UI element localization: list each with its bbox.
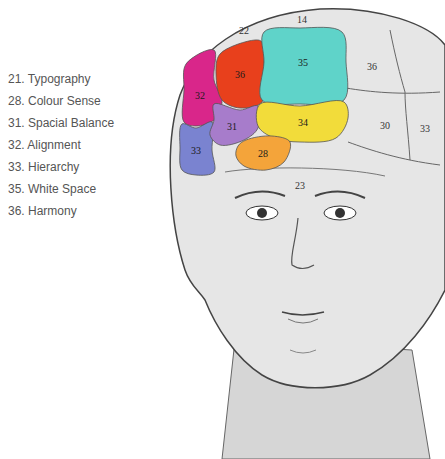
eyebrow — [235, 191, 285, 198]
iris — [335, 208, 345, 218]
region-number: 35 — [298, 57, 308, 68]
iris — [257, 208, 267, 218]
region-number: 36 — [235, 69, 245, 80]
region-number: 33 — [191, 145, 201, 156]
eyebrow — [315, 191, 365, 198]
callout-number: 36 — [367, 61, 377, 72]
legend-item: 36. Harmony — [8, 204, 77, 218]
callout-number: 33 — [420, 123, 430, 134]
region-line — [405, 92, 410, 160]
region-line — [348, 142, 440, 165]
chin — [290, 350, 316, 353]
region-line — [390, 30, 405, 92]
callout-number: 23 — [295, 180, 305, 191]
callout-number: 22 — [239, 25, 249, 36]
mouth — [282, 312, 324, 315]
legend-item: 35. White Space — [8, 182, 96, 196]
region-number: 32 — [195, 90, 205, 101]
region-fill — [216, 40, 265, 108]
region-number: 34 — [298, 117, 308, 128]
region-number: 28 — [258, 148, 268, 159]
legend-item: 28. Colour Sense — [8, 94, 101, 108]
brain-region: 35 — [259, 25, 349, 107]
eye — [324, 206, 356, 220]
callout-number: 14 — [297, 14, 307, 25]
legend-item: 31. Spacial Balance — [8, 116, 114, 130]
region-number: 31 — [227, 121, 237, 132]
legend-item: 21. Typography — [8, 72, 91, 86]
callout-number: 30 — [380, 120, 390, 131]
region-line — [225, 168, 385, 176]
nose — [292, 218, 314, 269]
brain-region: 36 — [213, 37, 267, 111]
legend-item: 33. Hierarchy — [8, 160, 79, 174]
region-fill — [180, 122, 215, 176]
region-fill — [236, 136, 291, 170]
region-fill — [260, 27, 348, 105]
lip — [288, 319, 318, 323]
head-outline — [170, 9, 445, 388]
legend-item: 32. Alignment — [8, 138, 81, 152]
brain-region: 28 — [233, 133, 293, 173]
eye — [246, 206, 278, 220]
region-line — [346, 88, 440, 93]
